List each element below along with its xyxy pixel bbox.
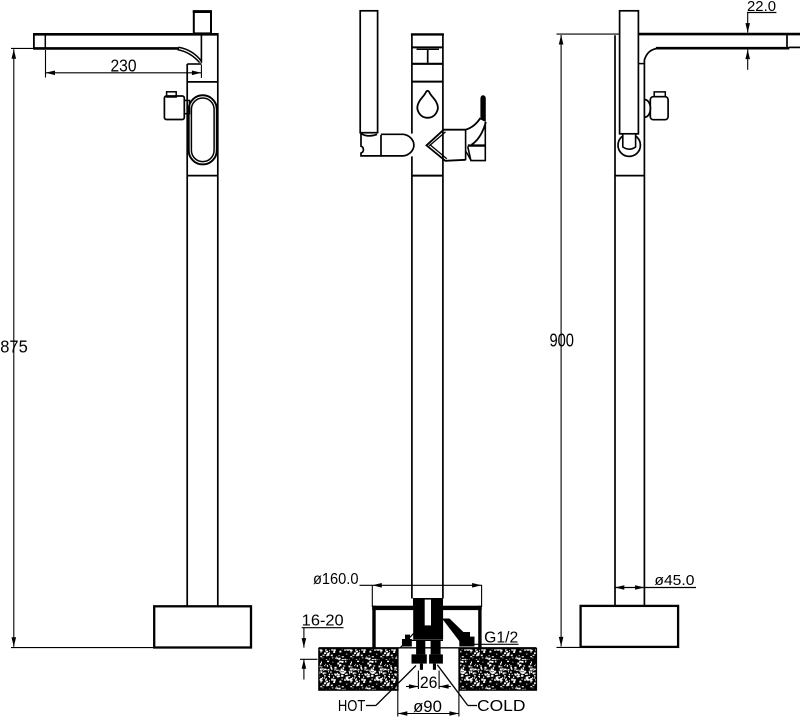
svg-text:G1/2: G1/2 [484,630,518,647]
svg-text:22.0: 22.0 [747,0,776,15]
svg-text:900: 900 [549,331,574,351]
svg-text:ø45.0: ø45.0 [654,572,694,589]
svg-text:HOT: HOT [338,698,366,715]
svg-text:230: 230 [111,56,137,76]
svg-text:ø90: ø90 [413,697,442,716]
svg-text:COLD: COLD [477,698,526,715]
svg-text:16-20: 16-20 [302,613,344,630]
svg-text:ø160.0: ø160.0 [313,571,359,588]
svg-text:875: 875 [0,337,28,357]
svg-text:26: 26 [420,673,438,692]
